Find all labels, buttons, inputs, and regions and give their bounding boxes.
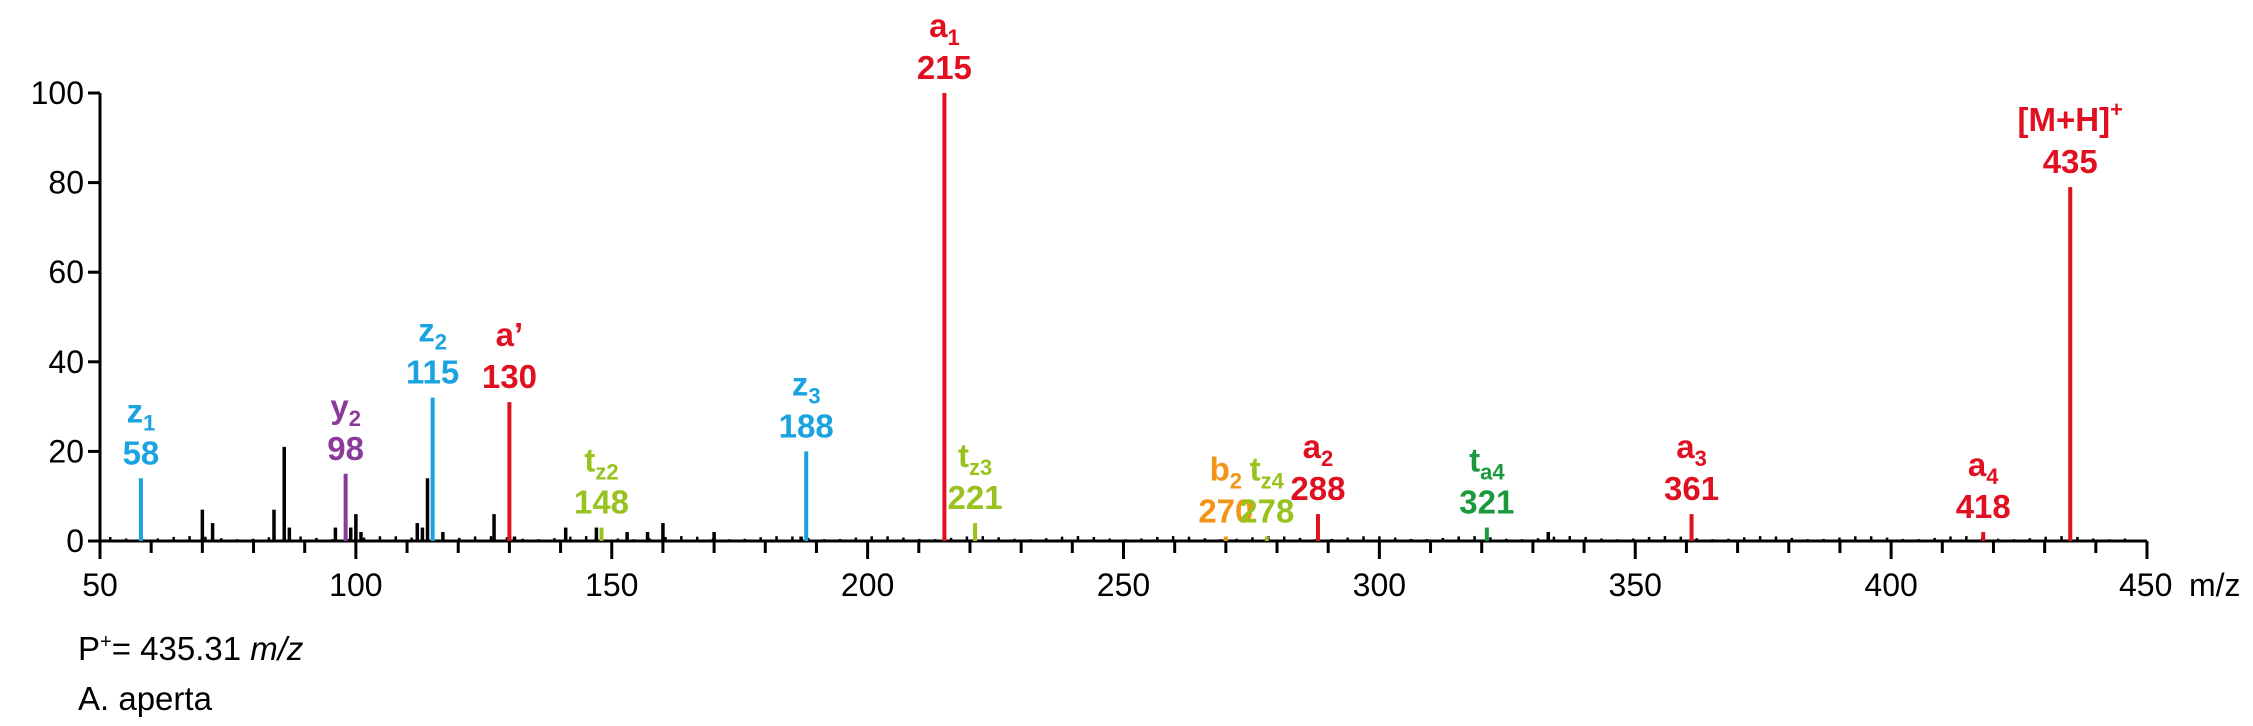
y-tick-label: 20 [48, 433, 84, 469]
ion-name: a [929, 7, 948, 44]
ion-mz-value: 361 [1664, 470, 1719, 507]
x-tick-label: 400 [1864, 567, 1917, 603]
ion-mz-value: 215 [917, 49, 972, 86]
ion-label: a’ [496, 316, 524, 353]
x-tick-label: 250 [1097, 567, 1150, 603]
x-tick-label: 150 [585, 567, 638, 603]
species-name: A. aperta [78, 680, 212, 717]
ion-label: tz4 [1250, 451, 1285, 494]
y-tick-label: 80 [48, 165, 84, 201]
ion-superscript: + [2110, 97, 2123, 122]
ion-name: t [584, 442, 595, 479]
ion-subscript: 1 [143, 410, 155, 435]
precursor-unit: m/z [250, 630, 304, 667]
ion-name: t [958, 437, 969, 474]
ion-label: [M+H]+ [2018, 97, 2123, 138]
precursor-value: = 435.31 [111, 630, 251, 667]
ion-subscript: a4 [1480, 460, 1505, 485]
ion-name: [M+H] [2018, 101, 2111, 138]
ion-subscript: z3 [969, 455, 992, 480]
ion-name: a [1968, 446, 1987, 483]
ion-mz-value: 418 [1956, 488, 2011, 525]
ion-label: z3 [792, 365, 821, 408]
ion-label: a1 [929, 7, 960, 50]
ion-name: a [1303, 428, 1322, 465]
ion-mz-value: 221 [948, 479, 1003, 516]
ion-label: z2 [418, 312, 447, 355]
ion-name: z [127, 392, 144, 429]
peak-labels: z158y298z2115a’130tz2148z3188a1215tz3221… [123, 7, 2123, 530]
ion-name: a’ [496, 316, 524, 353]
ion-name: t [1469, 442, 1480, 479]
x-tick-label: 350 [1609, 567, 1662, 603]
ion-subscript: 3 [1695, 446, 1707, 471]
ion-label: a4 [1968, 446, 1999, 489]
ion-mz-value: 58 [123, 434, 160, 471]
x-tick-label: 50 [82, 567, 118, 603]
ion-mz-value: 148 [574, 484, 629, 521]
ion-label: y2 [330, 388, 361, 431]
ion-subscript: 2 [435, 330, 447, 355]
ion-subscript: 4 [1986, 464, 1999, 489]
peak-bars [108, 93, 2127, 541]
ion-name: z [418, 312, 435, 349]
ion-subscript: 2 [349, 406, 361, 431]
x-tick-label: 200 [841, 567, 894, 603]
x-axis-label: m/z [2189, 567, 2241, 603]
precursor-prefix: P [78, 630, 101, 667]
ion-label: ta4 [1469, 442, 1505, 485]
ion-name: z [792, 365, 809, 402]
ticks: 0 20 40 60 80 100 50 100 150 200 250 300 350 400 450 m/… [31, 75, 2241, 603]
ion-subscript: z4 [1261, 469, 1285, 494]
ion-mz-value: 98 [327, 430, 364, 467]
species-note: A. aperta [78, 680, 212, 718]
precursor-note: P+= 435.31 m/z [78, 630, 303, 668]
precursor-charge: + [100, 631, 112, 653]
y-tick-label: 100 [31, 75, 84, 111]
ion-mz-value: 130 [482, 358, 537, 395]
ion-name: b [1210, 451, 1230, 488]
x-tick-label: 100 [329, 567, 382, 603]
ion-subscript: z2 [595, 460, 618, 485]
x-tick-label: 450 [2119, 567, 2172, 603]
ion-name: y [330, 388, 349, 425]
ion-label: a2 [1303, 428, 1334, 471]
ion-label: b2 [1210, 451, 1242, 494]
ion-mz-value: 270 [1198, 493, 1253, 530]
ion-subscript: 3 [808, 383, 820, 408]
ion-mz-value: 278 [1239, 493, 1294, 530]
ion-name: t [1250, 451, 1261, 488]
ion-label: tz3 [958, 437, 992, 480]
ion-label: tz2 [584, 442, 618, 485]
ion-label: a3 [1676, 428, 1707, 471]
y-tick-label: 0 [66, 523, 84, 559]
y-tick-label: 40 [48, 344, 84, 380]
x-tick-label: 300 [1353, 567, 1406, 603]
ion-subscript: 1 [947, 25, 959, 50]
ion-name: a [1676, 428, 1695, 465]
ion-subscript: 2 [1321, 446, 1333, 471]
ion-mz-value: 288 [1290, 470, 1345, 507]
ion-label: z1 [127, 392, 156, 435]
ion-mz-value: 115 [406, 354, 459, 391]
ion-subscript: 2 [1230, 469, 1242, 494]
ion-mz-value: 435 [2043, 143, 2098, 180]
ion-mz-value: 188 [779, 407, 834, 444]
axes [98, 93, 2147, 543]
ion-mz-value: 321 [1459, 484, 1514, 521]
y-tick-label: 60 [48, 254, 84, 290]
